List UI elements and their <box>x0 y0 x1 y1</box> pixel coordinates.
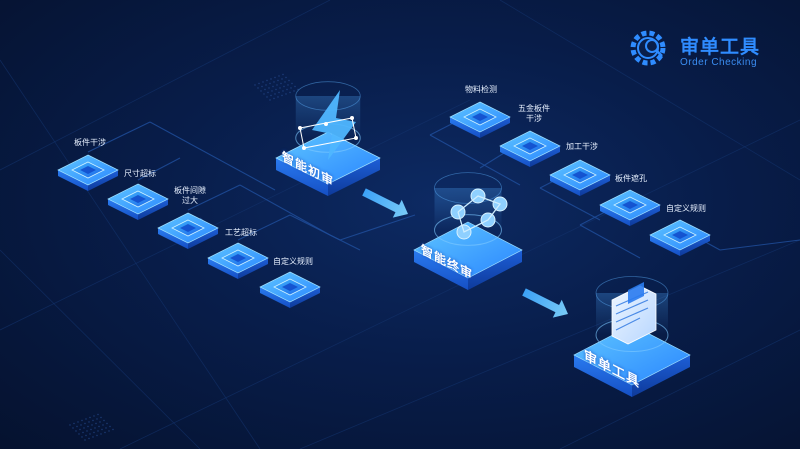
check-node-left-3 <box>157 212 219 249</box>
brand-title: 审单工具 <box>680 36 761 58</box>
check-label-right-5: 自定义规则 <box>666 204 706 213</box>
dot-pattern-1 <box>254 73 299 101</box>
connector-line-1 <box>87 121 151 153</box>
check-node-left-4 <box>207 242 269 279</box>
bg-line-8 <box>0 249 201 449</box>
stage-preliminary <box>275 81 381 196</box>
flow-arrow-2 <box>522 288 569 318</box>
brand-subtitle: Order Checking <box>680 57 758 68</box>
bg-line-2 <box>0 99 471 331</box>
connector-line-18 <box>719 239 800 251</box>
check-node-left-1 <box>57 154 119 191</box>
stage-tool <box>573 276 691 397</box>
check-label-right-3: 加工干涉 <box>566 142 598 151</box>
connector-line-6 <box>237 214 291 241</box>
dot-pattern-2 <box>69 413 114 441</box>
check-label-left-1: 板件干涉 <box>74 138 106 147</box>
connector-line-11 <box>429 134 521 186</box>
connector-line-8 <box>339 214 416 241</box>
check-node-left-5 <box>259 271 321 308</box>
check-node-left-2 <box>107 183 169 220</box>
connector-line-5 <box>239 184 331 236</box>
check-node-right-5 <box>649 219 711 256</box>
check-label-right-4: 板件遮孔 <box>615 174 647 183</box>
check-node-right-3 <box>549 159 611 196</box>
connector-line-14 <box>539 187 601 221</box>
stage-final <box>413 172 523 290</box>
connector-line-19 <box>329 234 361 251</box>
check-label-right-1: 物料检测 <box>465 85 497 94</box>
flow-arrow-1 <box>362 188 409 218</box>
gear-magnifier-icon <box>630 30 666 66</box>
check-label-right-2: 五金板件 干涉 <box>518 104 550 123</box>
check-label-left-2: 尺寸超标 <box>124 169 156 178</box>
bg-line-6 <box>499 0 800 181</box>
connector-line-3 <box>137 157 181 181</box>
bg-line-4 <box>299 239 800 449</box>
connector-line-2 <box>149 121 276 191</box>
connector-line-4 <box>187 184 241 211</box>
check-label-left-5: 自定义规则 <box>273 257 313 266</box>
lightning-icon <box>312 90 356 160</box>
bg-line-7 <box>559 329 800 449</box>
connector-line-16 <box>579 224 641 259</box>
check-label-left-3: 板件间隙 过大 <box>174 186 206 205</box>
check-node-right-1 <box>449 101 511 138</box>
bg-line-5 <box>0 59 261 449</box>
check-node-right-2 <box>499 130 561 167</box>
check-node-right-4 <box>599 189 661 226</box>
check-label-left-4: 工艺超标 <box>225 228 257 237</box>
